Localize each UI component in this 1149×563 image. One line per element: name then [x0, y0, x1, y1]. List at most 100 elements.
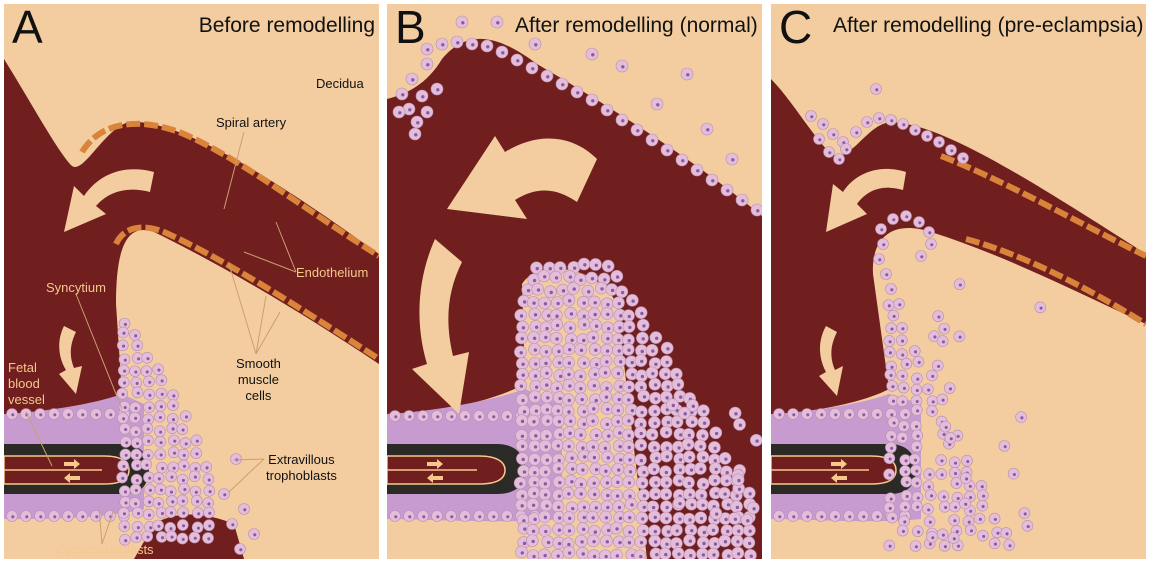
cell-nucleus	[957, 435, 960, 438]
label-spiral-artery: Spiral artery	[216, 115, 286, 131]
cell-nucleus	[172, 394, 175, 397]
cell-nucleus	[533, 492, 536, 495]
panel-after-remodelling-normal: B After remodelling (normal)	[387, 4, 762, 559]
cell-nucleus	[828, 151, 831, 154]
cell-nucleus	[555, 276, 558, 279]
cell-nucleus	[557, 409, 560, 412]
cell-nucleus	[25, 515, 28, 518]
cell-nucleus	[654, 422, 657, 425]
cell-nucleus	[631, 409, 634, 412]
cell-nucleus	[535, 409, 538, 412]
cell-nucleus	[39, 413, 42, 416]
cell-nucleus	[696, 169, 699, 172]
cell-nucleus	[723, 492, 726, 495]
cell-nucleus	[568, 551, 571, 554]
cell-nucleus	[593, 482, 596, 485]
cell-nucleus	[157, 369, 160, 372]
cell-nucleus	[547, 541, 550, 544]
cell-nucleus	[890, 447, 893, 450]
cell-nucleus	[726, 530, 729, 533]
cell-nucleus	[185, 415, 188, 418]
cell-nucleus	[607, 327, 610, 330]
cell-nucleus	[408, 415, 411, 418]
cell-nucleus	[630, 503, 633, 506]
cell-nucleus	[642, 530, 645, 533]
cell-nucleus	[223, 493, 226, 496]
cell-nucleus	[545, 383, 548, 386]
cell-nucleus	[523, 300, 526, 303]
cell-nucleus	[147, 428, 150, 431]
cell-nucleus	[628, 541, 631, 544]
cell-nucleus	[689, 539, 692, 542]
cell-nucleus	[748, 542, 751, 545]
cell-nucleus	[471, 43, 474, 46]
cell-nucleus	[628, 495, 631, 498]
cell-nucleus	[172, 427, 175, 430]
cell-nucleus	[545, 372, 548, 375]
cell-nucleus	[640, 312, 643, 315]
cell-nucleus	[595, 434, 598, 437]
cell-nucleus	[641, 375, 644, 378]
cell-nucleus	[665, 471, 668, 474]
cell-nucleus	[558, 516, 561, 519]
cell-nucleus	[615, 527, 618, 530]
cell-nucleus	[146, 370, 149, 373]
cell-nucleus	[436, 88, 439, 91]
cell-nucleus	[194, 476, 197, 479]
panel-letter-c: C	[779, 4, 812, 54]
cell-nucleus	[617, 372, 620, 375]
cell-nucleus	[642, 337, 645, 340]
cell-nucleus	[778, 413, 781, 416]
cell-nucleus	[654, 493, 657, 496]
cell-nucleus	[714, 542, 717, 545]
cell-nucleus	[820, 515, 823, 518]
cell-nucleus	[183, 488, 186, 491]
cell-nucleus	[734, 412, 737, 415]
cell-nucleus	[450, 415, 453, 418]
cell-nucleus	[664, 553, 667, 556]
cell-nucleus	[544, 516, 547, 519]
cell-nucleus	[834, 515, 837, 518]
cell-nucleus	[642, 471, 645, 474]
cell-nucleus	[136, 536, 139, 539]
cell-nucleus	[556, 324, 559, 327]
cell-nucleus	[583, 423, 586, 426]
cell-nucleus	[11, 515, 14, 518]
cell-nucleus	[737, 530, 740, 533]
cell-nucleus	[558, 494, 561, 497]
cell-nucleus	[676, 529, 679, 532]
cell-nucleus	[654, 410, 657, 413]
cell-nucleus	[408, 108, 411, 111]
cell-nucleus	[941, 473, 944, 476]
cell-nucleus	[651, 139, 654, 142]
cell-nucleus	[594, 301, 597, 304]
cell-nucleus	[655, 337, 658, 340]
trophoblast-cell	[538, 549, 550, 559]
cell-nucleus	[689, 493, 692, 496]
cell-nucleus	[616, 494, 619, 497]
cell-nucleus	[640, 444, 643, 447]
cell-nucleus	[876, 515, 879, 518]
cell-nucleus	[631, 299, 634, 302]
cell-nucleus	[134, 502, 137, 505]
cell-nucleus	[862, 515, 865, 518]
cell-nucleus	[640, 423, 643, 426]
cell-nucleus	[197, 512, 200, 515]
cell-nucleus	[714, 459, 717, 462]
cell-nucleus	[667, 530, 670, 533]
cell-nucleus	[702, 410, 705, 413]
cell-nucleus	[627, 434, 630, 437]
cell-nucleus	[568, 529, 571, 532]
cell-nucleus	[654, 383, 657, 386]
cell-nucleus	[731, 158, 734, 161]
cell-nucleus	[148, 407, 151, 410]
cell-nucleus	[755, 439, 758, 442]
cell-nucleus	[95, 515, 98, 518]
cell-nucleus	[559, 267, 562, 270]
cell-nucleus	[576, 91, 579, 94]
label-fetal-line3: vessel	[8, 392, 45, 408]
cell-nucleus	[170, 511, 173, 514]
cell-nucleus	[628, 458, 631, 461]
trophoblast-cell	[684, 549, 696, 559]
cell-nucleus	[930, 243, 933, 246]
